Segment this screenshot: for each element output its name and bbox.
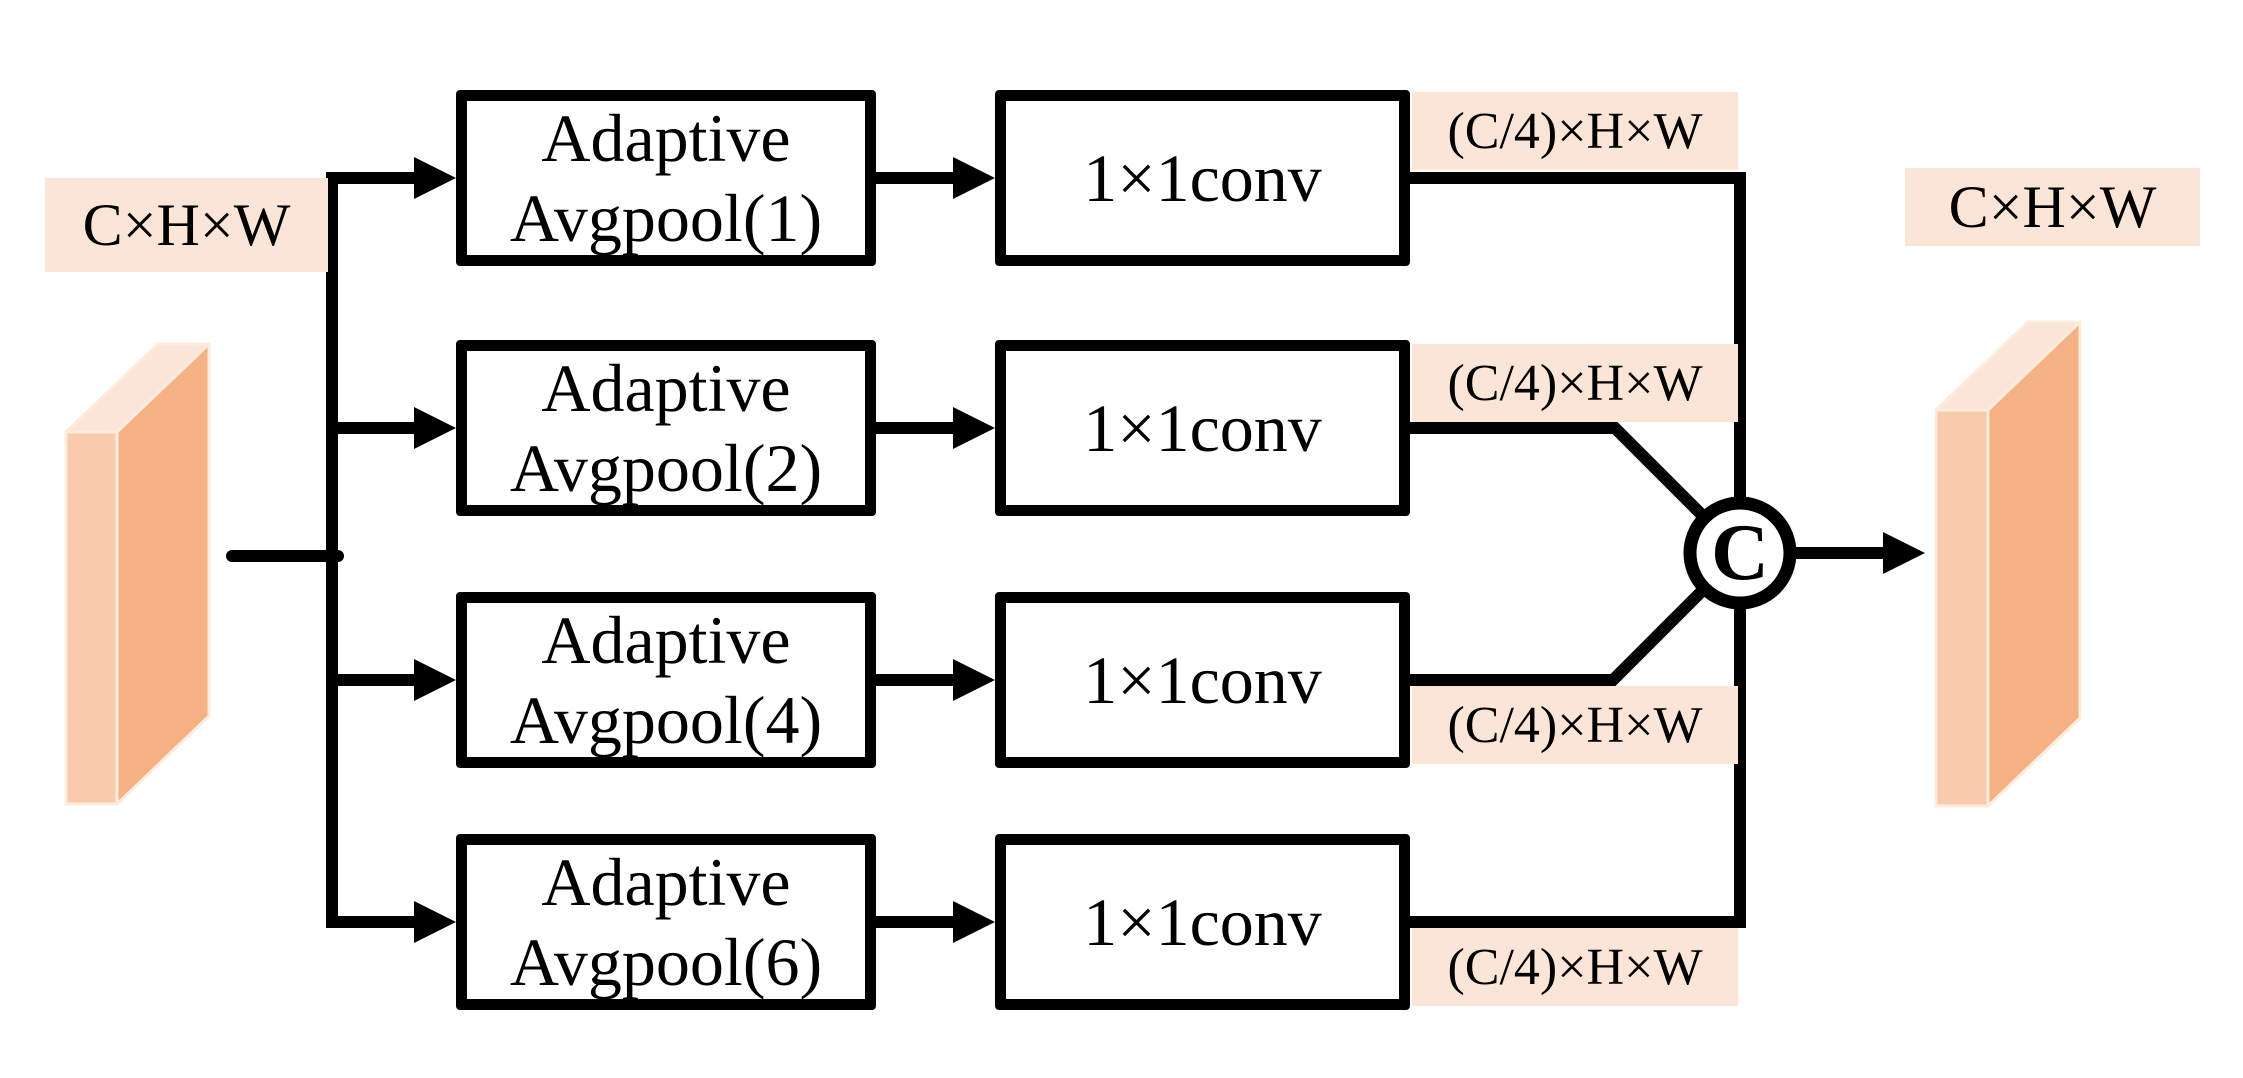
output-slab-front-face — [1934, 408, 1990, 808]
output-arrowhead — [1883, 532, 1925, 574]
input-slab-front-face — [64, 430, 119, 806]
pool-conv-arrowhead-2 — [953, 407, 995, 449]
merge-line-1 — [1410, 172, 1746, 553]
pool-conv-arrowhead-3 — [953, 659, 995, 701]
pool-box-2: Adaptive Avgpool(2) — [456, 340, 876, 516]
concat-circle — [1683, 496, 1797, 610]
conv-box-2: 1×1conv — [995, 340, 1410, 516]
pool-conv-arrowhead-4 — [953, 901, 995, 943]
branch-dim-label-1: (C/4)×H×W — [1412, 92, 1738, 170]
branch-dim-label-3: (C/4)×H×W — [1412, 686, 1738, 764]
branch-arrowhead-3 — [414, 659, 456, 701]
branch-arrowhead-1 — [414, 157, 456, 199]
pool-box-4: Adaptive Avgpool(6) — [456, 834, 876, 1010]
pool-box-3-line1: Adaptive — [541, 601, 791, 678]
conv-box-1-label: 1×1conv — [1083, 139, 1322, 216]
pool-box-3-line2: Avgpool(4) — [509, 682, 823, 758]
pool-box-2-line1: Adaptive — [541, 349, 791, 426]
connector-lines — [226, 157, 1925, 943]
conv-box-2-label: 1×1conv — [1083, 389, 1322, 466]
pool-box-1-line1: Adaptive — [541, 99, 791, 176]
pool-box-1: Adaptive Avgpool(1) — [456, 90, 876, 266]
branch-arrowhead-2 — [414, 407, 456, 449]
conv-box-3: 1×1conv — [995, 592, 1410, 768]
merge-line-4 — [1410, 553, 1746, 928]
pool-box-4-line1: Adaptive — [541, 843, 791, 920]
pool-box-4-line2: Avgpool(6) — [509, 924, 823, 1000]
merge-line-3 — [1410, 548, 1745, 686]
conv-box-1: 1×1conv — [995, 90, 1410, 266]
branch-dim-label-4: (C/4)×H×W — [1412, 928, 1738, 1006]
branch-arrowhead-4 — [414, 901, 456, 943]
pool-conv-arrowhead-1 — [953, 157, 995, 199]
pool-box-3: Adaptive Avgpool(4) — [456, 592, 876, 768]
output-dim-label: C×H×W — [1905, 168, 2200, 246]
conv-box-3-label: 1×1conv — [1083, 641, 1322, 718]
branch-dim-label-2: (C/4)×H×W — [1412, 344, 1738, 422]
conv-box-4: 1×1conv — [995, 834, 1410, 1010]
merge-line-2 — [1410, 422, 1745, 558]
input-dim-label: C×H×W — [45, 178, 328, 272]
conv-box-4-label: 1×1conv — [1083, 883, 1322, 960]
input-tensor-slab — [64, 342, 211, 806]
concat-symbol: C — [1711, 508, 1769, 597]
output-tensor-slab — [1934, 320, 2082, 808]
pool-box-2-line2: Avgpool(2) — [509, 430, 823, 506]
pool-box-1-line2: Avgpool(1) — [509, 180, 823, 256]
